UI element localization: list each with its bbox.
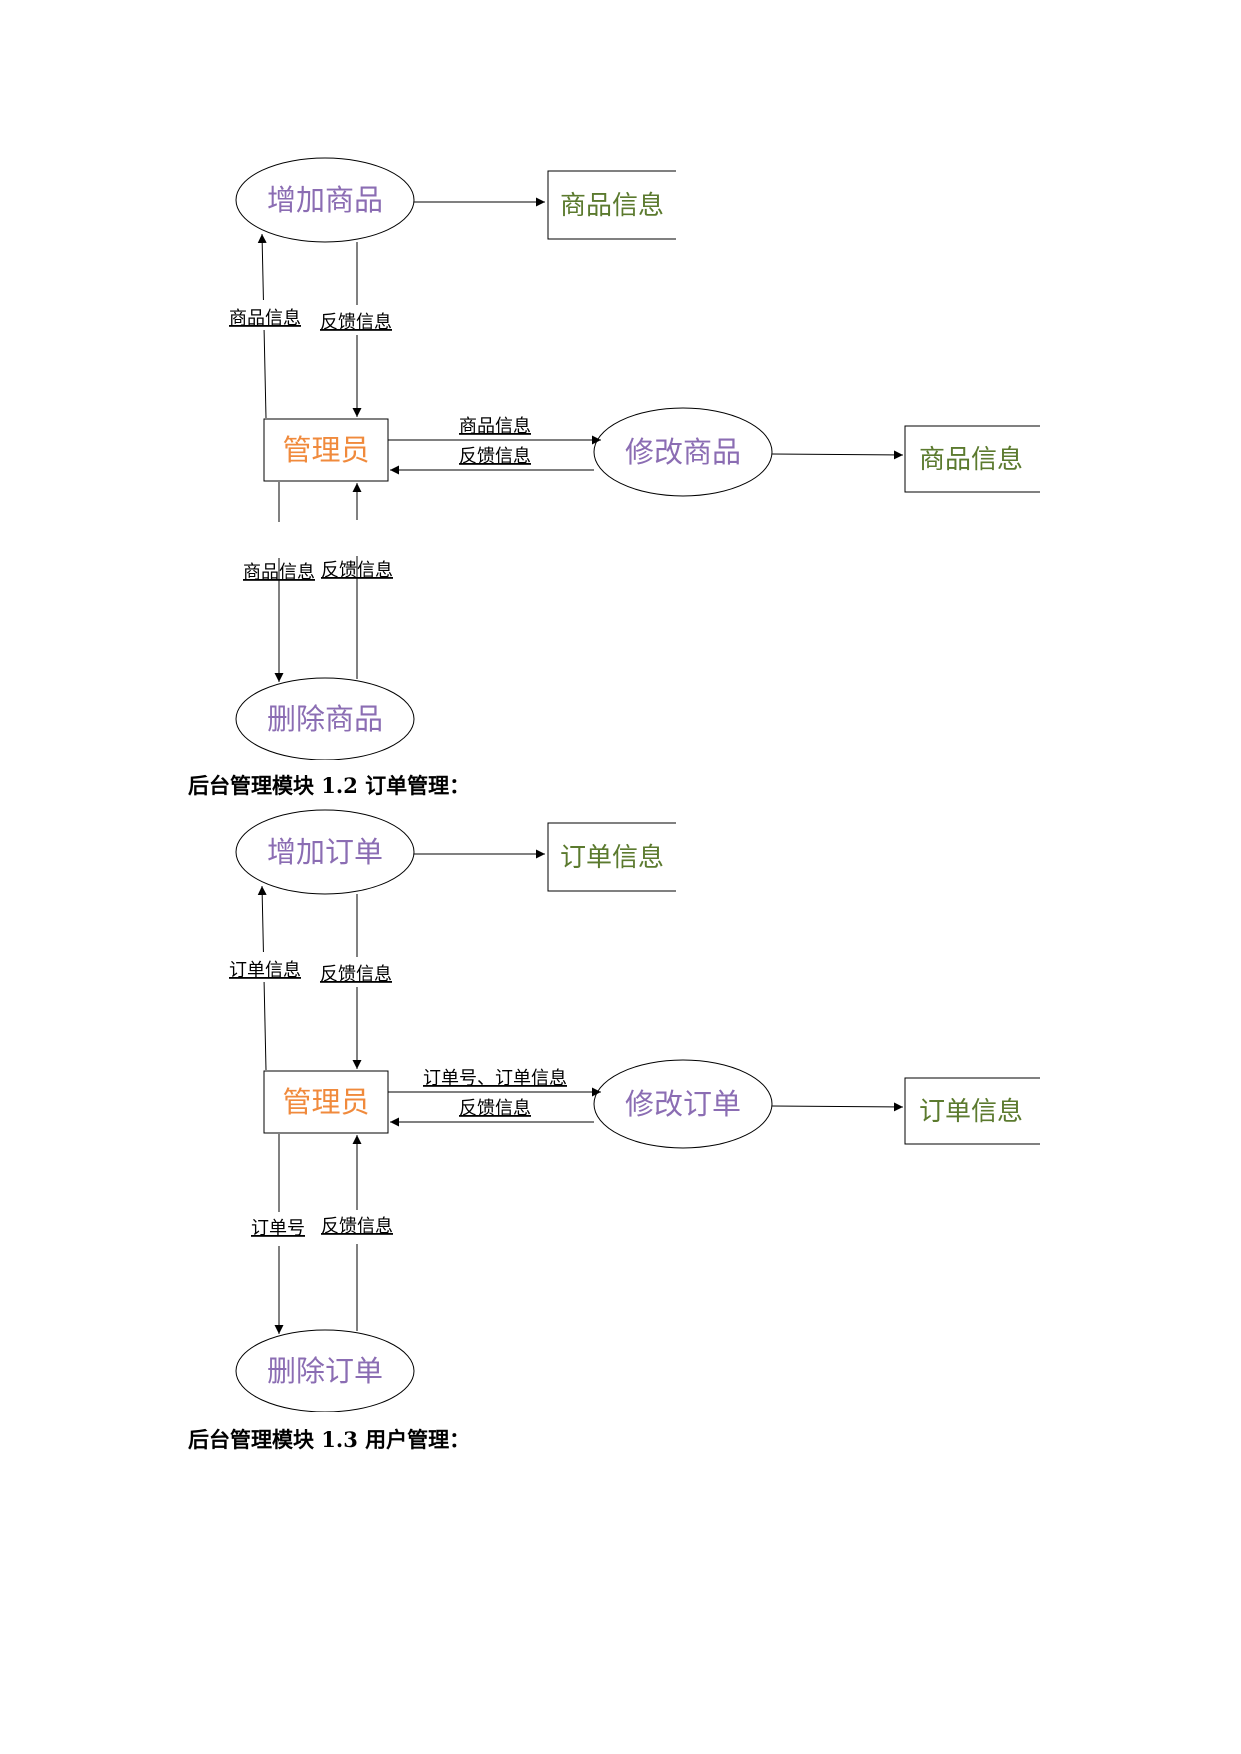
product-dfd-svg: 增加商品 商品信息 管理员 修改商品 商品信息 删除商品 商品信息 反馈信息 商…: [225, 157, 1040, 761]
order-management-heading: 后台管理模块 1.2 订单管理：: [188, 773, 471, 798]
admin-box: [263, 1070, 389, 1134]
product-store-1-label: 商品信息: [560, 191, 664, 221]
delete-product-label: 删除商品: [267, 702, 383, 736]
order-store-2-label: 订单信息: [919, 1097, 1023, 1127]
flow-label-del-in: 商品信息: [243, 562, 315, 583]
product-store-2: [904, 425, 1040, 493]
order-management-diagram: 增加订单 订单信息 管理员 修改订单 订单信息 删除订单 订单信息 反馈信息 订…: [0, 792, 1241, 1413]
flow-label-add-in: 商品信息: [229, 308, 301, 329]
modify-product-process: [593, 407, 773, 497]
order-store-2: [904, 1077, 1040, 1145]
flow-label-mod-in: 订单号、订单信息: [423, 1068, 567, 1089]
add-product-label: 增加商品: [267, 183, 383, 217]
flow-label-add-out: 反馈信息: [320, 312, 392, 333]
modify-order-label: 修改订单: [625, 1087, 741, 1121]
user-management-heading: 后台管理模块 1.3 用户管理：: [188, 1427, 471, 1452]
edge-modify-to-store: [771, 450, 904, 460]
product-store-2-label: 商品信息: [919, 445, 1023, 475]
add-order-process: [235, 809, 415, 895]
flow-label-del-out: 反馈信息: [321, 1216, 393, 1237]
admin-label: 管理员: [282, 433, 369, 467]
modify-order-process: [593, 1059, 773, 1149]
order-dfd-svg: 增加订单 订单信息 管理员 修改订单 订单信息 删除订单 订单信息 反馈信息 订…: [225, 809, 1040, 1413]
flow-label-del-in: 订单号: [251, 1218, 305, 1239]
edge-modify-to-store: [771, 1102, 904, 1112]
delete-order-label: 删除订单: [267, 1354, 383, 1388]
admin-box: [263, 418, 389, 482]
flow-label-add-in: 订单信息: [229, 960, 301, 981]
order-store-1: [547, 822, 676, 892]
admin-label: 管理员: [282, 1085, 369, 1119]
flow-label-mod-out: 反馈信息: [459, 446, 531, 467]
add-order-label: 增加订单: [267, 835, 383, 869]
order-store-1-label: 订单信息: [560, 843, 664, 873]
add-product-process: [235, 157, 415, 243]
flow-label-del-out: 反馈信息: [321, 560, 393, 581]
flow-label-mod-out: 反馈信息: [459, 1098, 531, 1119]
product-management-diagram: 增加商品 商品信息 管理员 修改商品 商品信息 删除商品 商品信息 反馈信息 商…: [0, 140, 1241, 761]
product-store-1: [547, 170, 676, 240]
flow-label-add-out: 反馈信息: [320, 964, 392, 985]
modify-product-label: 修改商品: [625, 435, 741, 469]
flow-label-mod-in: 商品信息: [459, 416, 531, 437]
